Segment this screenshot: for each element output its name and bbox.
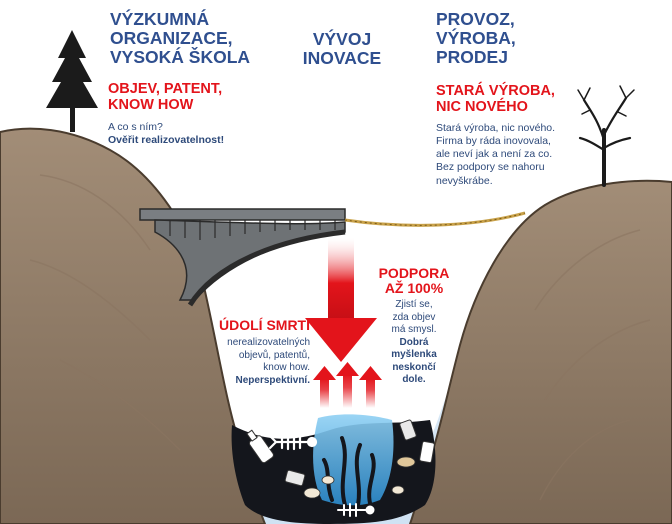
research-org-title-line-2: ORGANIZACE, xyxy=(110,29,250,48)
support-title-line-2: AŽ 100% xyxy=(372,281,456,296)
support-down-arrow xyxy=(305,238,377,362)
support-note-line-2: zda objev xyxy=(372,312,456,325)
support-note-line-1: Zjistí se, xyxy=(372,299,456,312)
old-production-heading: STARÁ VÝROBA, NIC NOVÉHO xyxy=(436,84,555,115)
development-title-line-2: INOVACE xyxy=(297,49,387,68)
discovery-note: A co s ním? Ověřit realizovatelnost! xyxy=(108,121,224,147)
old-production-note: Stará výroba, nic nového. Firma by ráda … xyxy=(436,122,555,188)
support-note: Zjistí se, zda objev má smysl. Dobrá myš… xyxy=(372,299,456,387)
production-title-line-2: VÝROBA, xyxy=(436,29,516,48)
old-production-note-line-5: nevyškrábe. xyxy=(436,175,555,188)
research-org-title-line-3: VYSOKÁ ŠKOLA xyxy=(110,48,250,67)
support-emphasis-line-2: myšlenka xyxy=(372,349,456,362)
production-title: PROVOZ, VÝROBA, PRODEJ xyxy=(436,10,516,67)
pine-tree xyxy=(46,30,98,132)
discovery-heading-line-1: OBJEV, PATENT, xyxy=(108,82,222,98)
old-production-heading-line-1: STARÁ VÝROBA, xyxy=(436,84,555,100)
research-org-title: VÝZKUMNÁ ORGANIZACE, VYSOKÁ ŠKOLA xyxy=(110,10,250,67)
development-title: VÝVOJ INOVACE xyxy=(297,30,387,68)
support-emphasis-line-1: Dobrá xyxy=(372,337,456,350)
valley-of-death-note: nerealizovatelných objevů, patentů, know… xyxy=(204,337,310,387)
production-title-line-3: PRODEJ xyxy=(436,48,516,67)
production-title-line-1: PROVOZ, xyxy=(436,10,516,29)
development-title-line-1: VÝVOJ xyxy=(297,30,387,49)
discovery-heading: OBJEV, PATENT, KNOW HOW xyxy=(108,82,222,113)
old-production-note-line-2: Firma by ráda inovovala, xyxy=(436,135,555,148)
old-production-note-line-1: Stará výroba, nic nového. xyxy=(436,122,555,135)
discovery-note-verify: Ověřit realizovatelnost! xyxy=(108,134,224,147)
old-production-note-line-3: ale neví jak a není za co. xyxy=(436,148,555,161)
support-title-line-1: PODPORA xyxy=(372,266,456,281)
valley-note-line-1: nerealizovatelných xyxy=(204,337,310,350)
old-production-heading-line-2: NIC NOVÉHO xyxy=(436,100,555,116)
support-title: PODPORA AŽ 100% xyxy=(372,266,456,296)
bare-tree xyxy=(578,86,634,185)
discovery-note-question: A co s ním? xyxy=(108,121,224,134)
valley-note-emphasis: Neperspektivní. xyxy=(204,375,310,388)
rope xyxy=(345,213,525,225)
valley-note-line-3: know how. xyxy=(204,362,310,375)
support-emphasis-line-4: dole. xyxy=(372,374,456,387)
research-org-title-line-1: VÝZKUMNÁ xyxy=(110,10,250,29)
old-production-note-line-4: Bez podpory se nahoru xyxy=(436,161,555,174)
valley-note-line-2: objevů, patentů, xyxy=(204,350,310,363)
discovery-heading-line-2: KNOW HOW xyxy=(108,98,222,114)
valley-of-death-title: ÚDOLÍ SMRTI xyxy=(214,318,310,333)
support-note-line-3: má smysl. xyxy=(372,324,456,337)
support-emphasis-line-3: neskončí xyxy=(372,362,456,375)
